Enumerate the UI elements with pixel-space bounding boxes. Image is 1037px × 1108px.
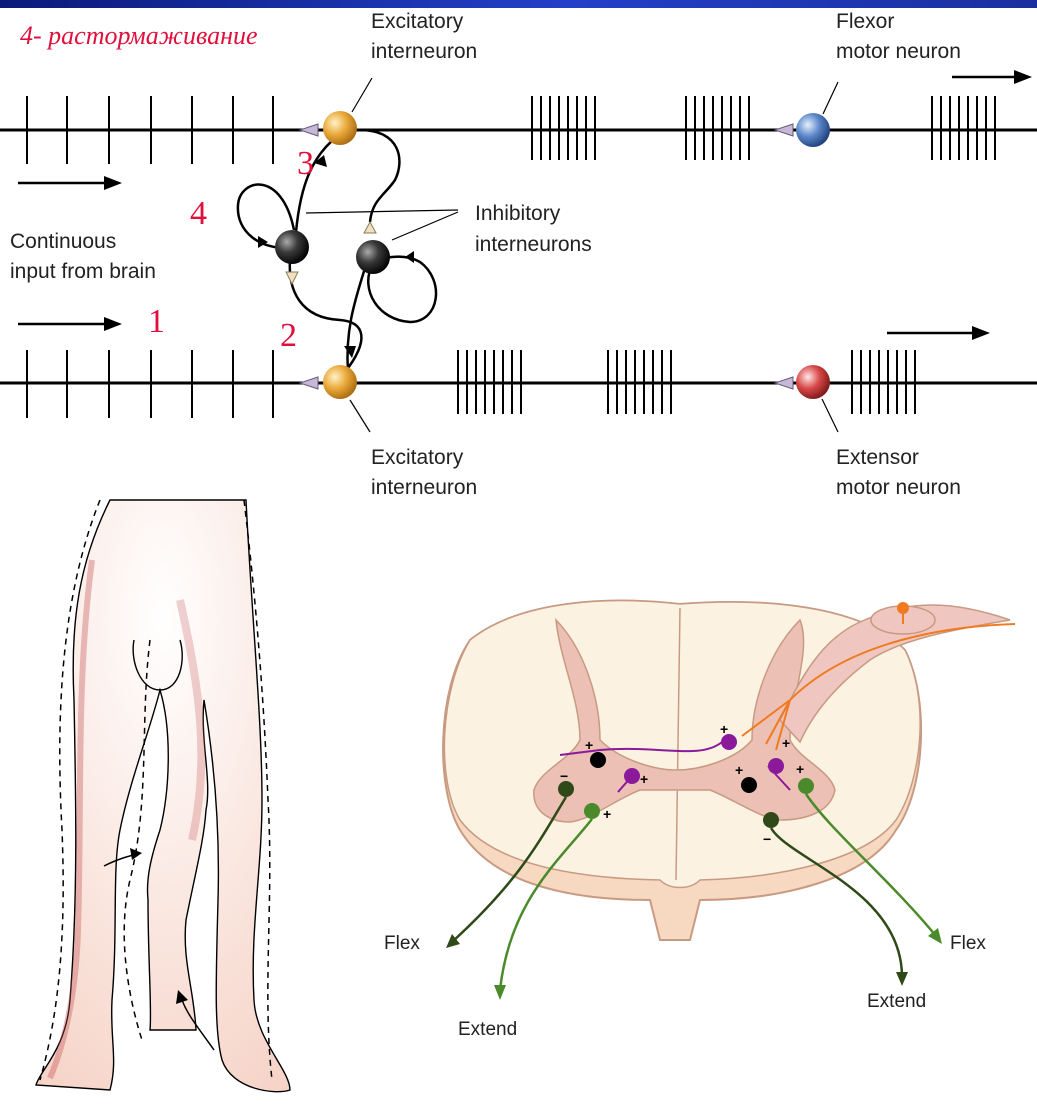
interneuron-fibres [238, 128, 436, 372]
svg-text:+: + [735, 762, 743, 778]
svg-text:+: + [782, 735, 790, 751]
extend-right-label: Extend [867, 991, 926, 1012]
flexor-label-1: Flexor [836, 10, 894, 33]
flexor-label-2: motor neuron [836, 40, 961, 63]
excitatory-bottom-label-1: Excitatory [371, 446, 464, 469]
inhibitory-interneuron-left [275, 230, 309, 264]
flex-right-label: Flex [950, 933, 986, 954]
marker-1: 1 [148, 303, 165, 340]
marker-3: 3 [297, 145, 314, 182]
inhibitory-label-2: interneurons [475, 233, 592, 256]
svg-text:+: + [796, 761, 804, 777]
svg-text:+: + [603, 806, 611, 822]
svg-text:−: − [560, 768, 568, 784]
inhibitory-interneuron-right [356, 240, 390, 274]
continuous-input-label-1: Continuous [10, 230, 116, 253]
continuous-input-label-2: input from brain [10, 260, 156, 283]
extend-left-label: Extend [458, 1019, 517, 1040]
flex-left-label: Flex [384, 933, 420, 954]
svg-text:+: + [640, 771, 648, 787]
excitatory-bottom-label-2: interneuron [371, 476, 477, 499]
marker-4: 4 [190, 195, 207, 232]
legs-illustration [36, 500, 290, 1092]
spinal-cord-section: + + + + + + + − − [443, 601, 1015, 1000]
extensor-label-1: Extensor [836, 446, 919, 469]
slide-title: 4- растормаживание [20, 21, 258, 50]
excitatory-interneuron-bottom [323, 365, 357, 399]
spike-trains [27, 96, 995, 418]
svg-text:−: − [763, 831, 771, 847]
excitatory-interneuron-top [323, 111, 357, 145]
excitatory-top-label-1: Excitatory [371, 10, 464, 33]
extensor-motor-neuron [796, 365, 830, 399]
flexor-motor-neuron [796, 113, 830, 147]
extensor-label-2: motor neuron [836, 476, 961, 499]
svg-text:+: + [585, 737, 593, 753]
synapses [258, 124, 793, 389]
excitatory-top-label-2: interneuron [371, 40, 477, 63]
svg-text:+: + [720, 721, 728, 737]
inhibitory-label-1: Inhibitory [475, 202, 561, 225]
marker-2: 2 [280, 317, 297, 354]
